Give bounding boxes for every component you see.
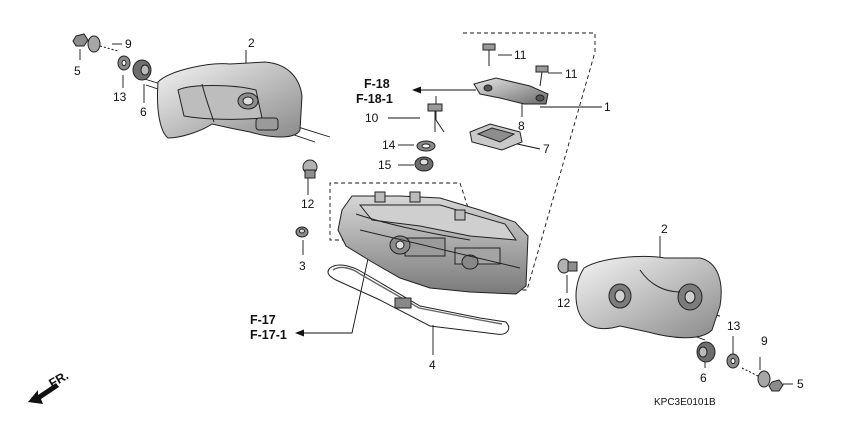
bolt-12-right — [557, 258, 578, 274]
callout-8: 8 — [518, 119, 525, 133]
callout-13-right: 13 — [727, 319, 741, 333]
left-engine-cover — [157, 61, 303, 139]
callout-6-left: 6 — [140, 105, 147, 119]
bolt-10 — [427, 103, 443, 132]
callout-13-left: 13 — [113, 90, 127, 104]
callout-9-right: 9 — [761, 334, 768, 348]
callout-12-left: 12 — [301, 197, 315, 211]
bolt-9-left — [87, 35, 119, 53]
head-cover-gasket — [327, 264, 510, 335]
cover-bracket — [473, 77, 549, 105]
reference-label-upper-b: F-18-1 — [356, 92, 393, 106]
callout-2-right: 2 — [661, 222, 668, 236]
nut-5-left — [72, 33, 89, 47]
grommet-6-left — [132, 59, 152, 81]
callout-2-left: 2 — [248, 36, 255, 50]
bolt-11b — [535, 65, 549, 87]
front-direction-marker: FR. — [28, 368, 71, 404]
right-engine-cover — [575, 256, 722, 339]
cylinder-head-cover — [337, 191, 529, 295]
grommet-15 — [414, 156, 434, 172]
bolt-11a — [482, 43, 496, 66]
callout-10: 10 — [365, 111, 379, 125]
callout-9-left: 9 — [125, 37, 132, 51]
callout-11a: 11 — [514, 48, 527, 62]
bolt-12-left — [302, 159, 318, 179]
washer-13-right — [726, 353, 740, 369]
washer-14 — [416, 140, 436, 152]
callout-4: 4 — [429, 358, 436, 372]
nut-5-right — [768, 379, 784, 392]
callout-6-right: 6 — [700, 371, 707, 385]
reference-label-lower-b: F-17-1 — [250, 328, 287, 342]
collar-3 — [295, 226, 309, 238]
callout-3: 3 — [299, 259, 306, 273]
breather-plate — [469, 123, 523, 151]
callout-12-right: 12 — [557, 296, 571, 310]
callout-1: 1 — [604, 100, 611, 114]
callout-7: 7 — [543, 142, 550, 156]
callout-5-right: 5 — [797, 377, 804, 391]
callout-11b: 11 — [565, 67, 578, 81]
callout-14: 14 — [382, 138, 396, 152]
diagram-code: KPC3E0101B — [654, 397, 716, 408]
bolt-9-right — [741, 367, 771, 388]
reference-arrow-upper — [412, 86, 476, 94]
reference-label-upper-a: F-18 — [364, 77, 390, 91]
callout-5-left: 5 — [74, 64, 81, 78]
front-arrow-icon — [28, 383, 59, 404]
callout-15: 15 — [378, 158, 392, 172]
reference-label-lower-a: F-17 — [250, 313, 276, 327]
grommet-6-right — [696, 341, 716, 363]
washer-13-left — [117, 55, 131, 71]
